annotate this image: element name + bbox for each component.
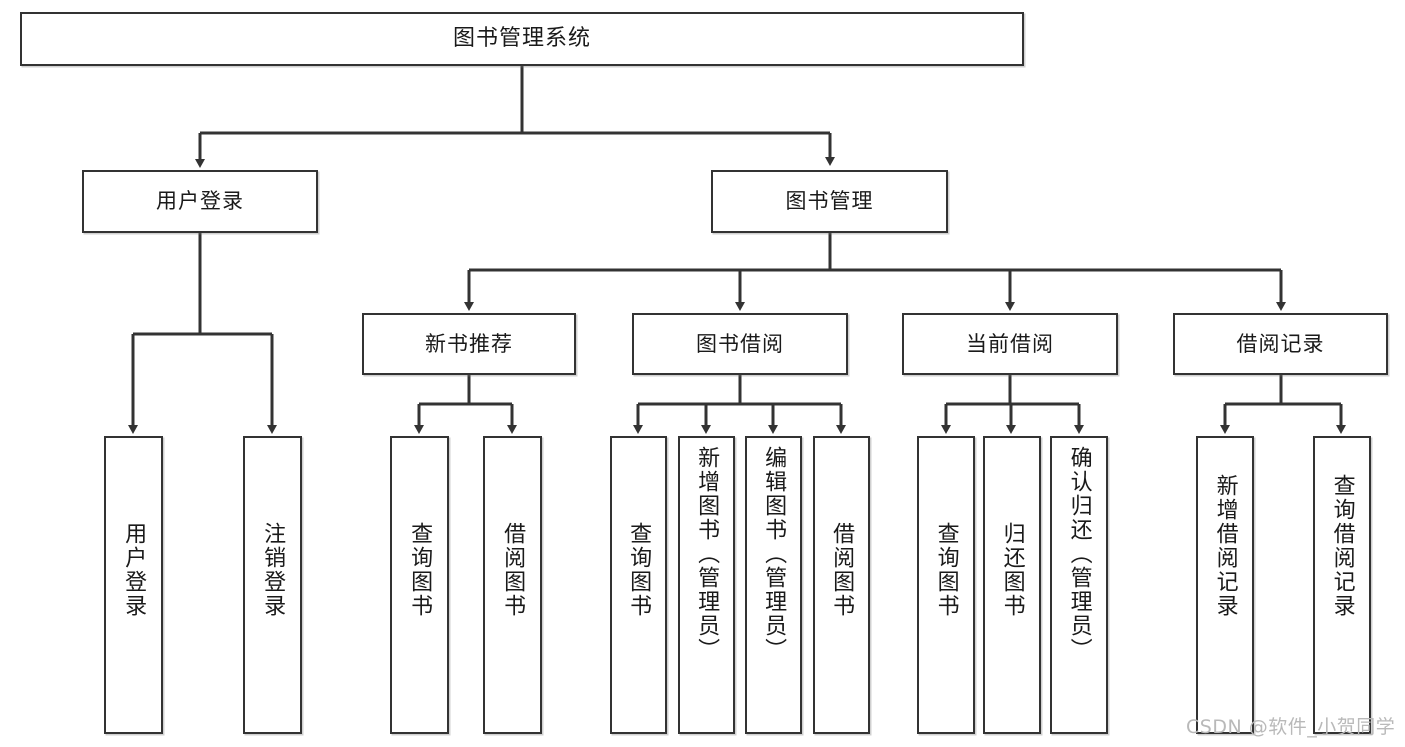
leaf-confirm-return-admin[interactable]: 确认归还（管理员） — [1050, 436, 1108, 734]
leaf-add-book-admin[interactable]: 新增图书（管理员） — [678, 436, 735, 734]
node-user-login[interactable]: 用户登录 — [82, 170, 318, 233]
node-label: 用户登录 — [156, 189, 244, 214]
node-current-borrowing[interactable]: 当前借阅 — [902, 313, 1118, 375]
leaf-query-books-current[interactable]: 查询图书 — [917, 436, 975, 734]
node-label: 查询图书 — [933, 522, 959, 618]
leaf-logout[interactable]: 注销登录 — [243, 436, 302, 734]
node-label: 借阅记录 — [1236, 331, 1325, 356]
node-label: 图书管理 — [785, 189, 874, 214]
node-label: 确认归还（管理员） — [1066, 446, 1092, 662]
node-new-book-recommendation[interactable]: 新书推荐 — [362, 313, 576, 375]
node-label: 借阅图书 — [500, 522, 526, 618]
node-label: 新增借阅记录 — [1212, 474, 1238, 618]
leaf-borrow-books-borrowing[interactable]: 借阅图书 — [813, 436, 870, 734]
leaf-query-borrowing-record[interactable]: 查询借阅记录 — [1313, 436, 1371, 734]
leaf-query-books-borrowing[interactable]: 查询图书 — [610, 436, 667, 734]
leaf-borrow-books-recommendation[interactable]: 借阅图书 — [483, 436, 542, 734]
node-label: 新书推荐 — [425, 331, 513, 356]
leaf-edit-book-admin[interactable]: 编辑图书（管理员） — [745, 436, 802, 734]
node-label: 归还图书 — [999, 522, 1025, 618]
node-label: 用户登录 — [121, 522, 147, 618]
node-label: 查询借阅记录 — [1329, 474, 1355, 618]
node-borrowing-records[interactable]: 借阅记录 — [1173, 313, 1388, 375]
leaf-query-books-recommendation[interactable]: 查询图书 — [390, 436, 449, 734]
node-label: 查询图书 — [407, 522, 433, 618]
node-label: 借阅图书 — [829, 522, 855, 618]
node-label: 图书借阅 — [696, 331, 784, 356]
node-label: 当前借阅 — [966, 331, 1054, 356]
node-label: 图书管理系统 — [452, 26, 591, 52]
leaf-user-login[interactable]: 用户登录 — [104, 436, 163, 734]
leaf-add-borrowing-record[interactable]: 新增借阅记录 — [1196, 436, 1254, 734]
leaf-return-books[interactable]: 归还图书 — [983, 436, 1041, 734]
node-label: 编辑图书（管理员） — [761, 446, 787, 662]
node-book-borrowing[interactable]: 图书借阅 — [632, 313, 848, 375]
node-book-management[interactable]: 图书管理 — [711, 170, 948, 233]
node-label: 新增图书（管理员） — [694, 446, 720, 662]
csdn-watermark: CSDN @软件_小贺同学 — [1186, 716, 1396, 738]
node-label: 注销登录 — [260, 522, 286, 618]
node-root-book-management-system[interactable]: 图书管理系统 — [20, 12, 1024, 66]
node-label: 查询图书 — [626, 522, 652, 618]
